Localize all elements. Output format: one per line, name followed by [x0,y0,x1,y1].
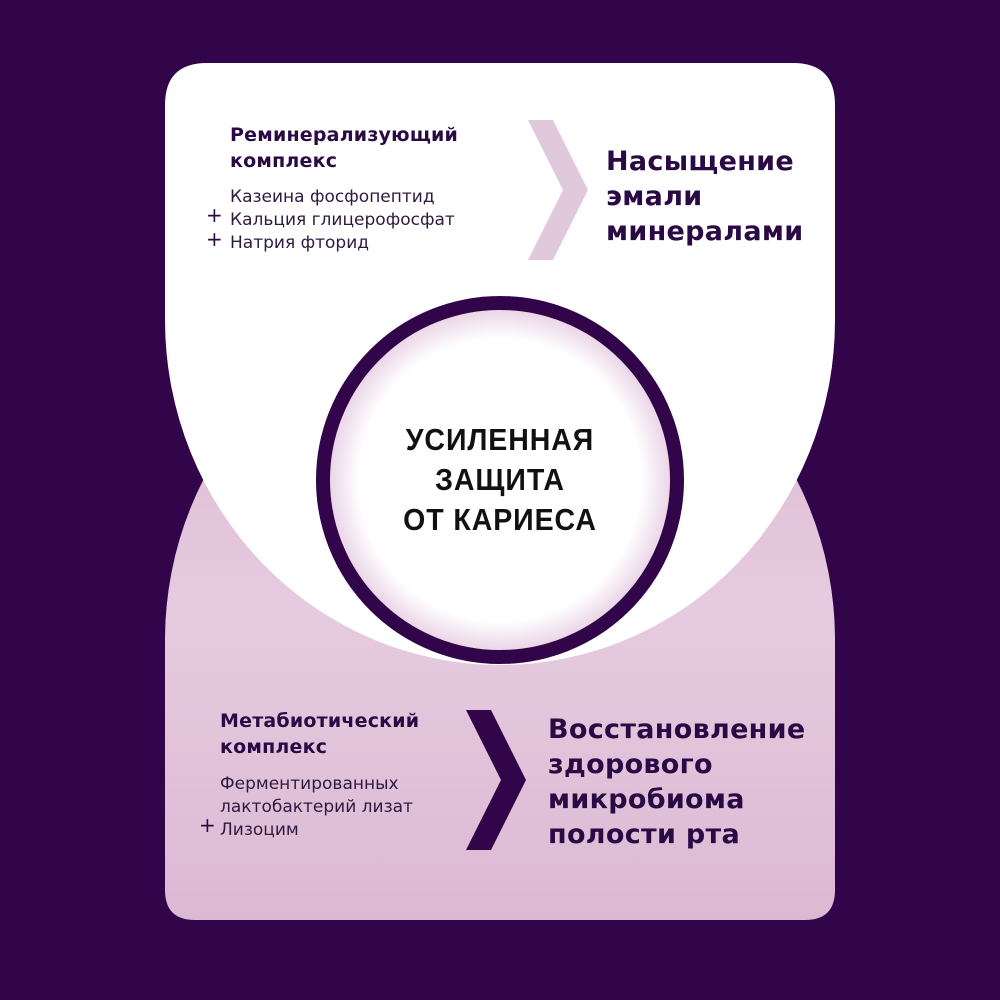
chevron-right-icon [466,710,526,850]
ingredient: Лизоцим [220,820,299,840]
plus-icon: + [199,813,216,837]
top-ingredients-list: Казеина фосфопептид Кальция глицерофосфа… [230,186,455,255]
bottom-result-text: Восстановление здорового микробиома поло… [548,714,806,850]
ingredient: Ферментированных [220,774,399,794]
bottom-ingredients-list: Ферментированных лактобактерий лизат Лиз… [220,773,413,842]
center-title: УСИЛЕННАЯ ЗАЩИТА ОТ КАРИЕСА [403,422,597,537]
ingredient: лактобактерий лизат [220,797,413,817]
ingredient: Кальция глицерофосфат [230,210,455,230]
ingredient: Натрия фторид [230,233,370,253]
bottom-complex-title: Метабиотический комплекс [220,710,420,758]
center-ring [316,296,684,664]
top-complex-title: Реминерализующий комплекс [230,124,459,172]
plus-icon: + [206,227,223,251]
chevron-right-icon [528,120,588,260]
ingredient: Казеина фосфопептид [230,187,435,207]
top-result-text: Насыщение эмали минералами [606,146,804,247]
plus-icon: + [206,203,223,227]
